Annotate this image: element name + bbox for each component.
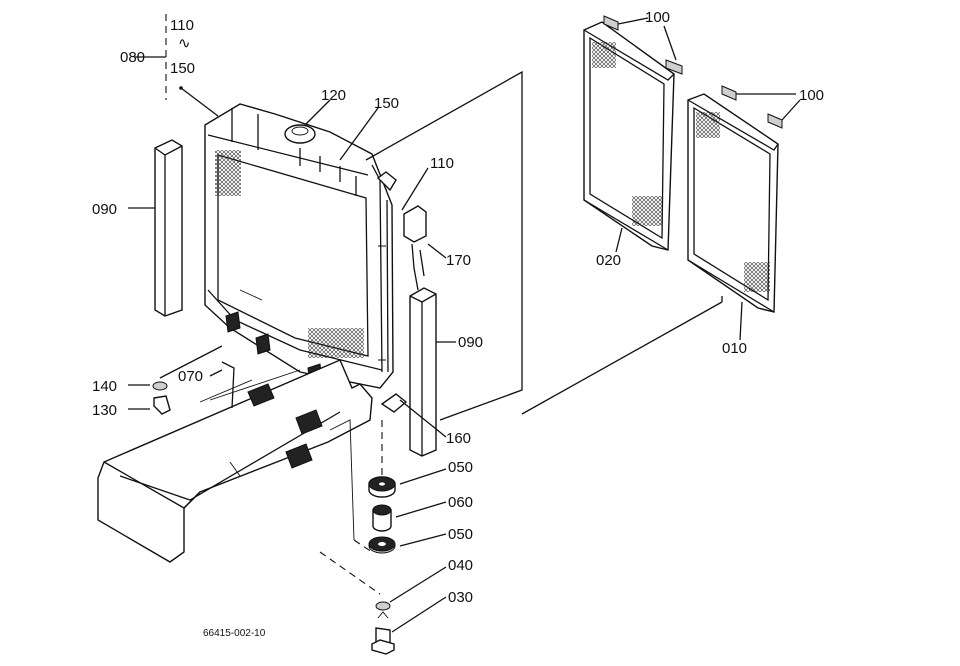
radiator-core <box>204 103 408 413</box>
callout-110: 110 <box>430 155 454 172</box>
callout-120: 120 <box>321 87 346 104</box>
bolt-assembly <box>319 551 447 655</box>
callout-050-lower: 050 <box>448 526 473 543</box>
leader-lines <box>305 99 447 438</box>
foam-seal-left <box>128 139 183 317</box>
callout-150-range-end: 150 <box>170 60 195 77</box>
pipe-170 <box>403 205 427 291</box>
screen-020 <box>583 15 683 253</box>
wire-clip-070 <box>209 361 235 409</box>
callout-100-screen-020: 100 <box>645 9 670 26</box>
callout-020: 020 <box>596 252 621 269</box>
callout-150: 150 <box>374 95 399 112</box>
callout-100-screen-010: 100 <box>799 87 824 104</box>
drain-cock-130 <box>128 345 253 415</box>
callout-090-right: 090 <box>458 334 483 351</box>
callout-170: 170 <box>446 252 471 269</box>
callout-080: 080 <box>120 49 145 66</box>
group-bracket-080 <box>134 14 219 117</box>
callout-070: 070 <box>178 368 203 385</box>
callout-090-left: 090 <box>92 201 117 218</box>
callout-060: 060 <box>448 494 473 511</box>
base-bracket <box>97 359 373 563</box>
callout-130: 130 <box>92 402 117 419</box>
callout-030: 030 <box>448 589 473 606</box>
callout-050-upper: 050 <box>448 459 473 476</box>
callout-010: 010 <box>722 340 747 357</box>
callout-160: 160 <box>446 430 471 447</box>
cushion-stack <box>368 420 447 554</box>
callout-110-range-start: 110 <box>170 17 194 34</box>
screen-connector-lines <box>365 70 723 421</box>
screen-010 <box>687 85 801 341</box>
callout-040: 040 <box>448 557 473 574</box>
callout-140: 140 <box>92 378 117 395</box>
drawing-number: 66415-002-10 <box>203 628 266 639</box>
callout-range-separator: ∿ <box>178 35 191 52</box>
